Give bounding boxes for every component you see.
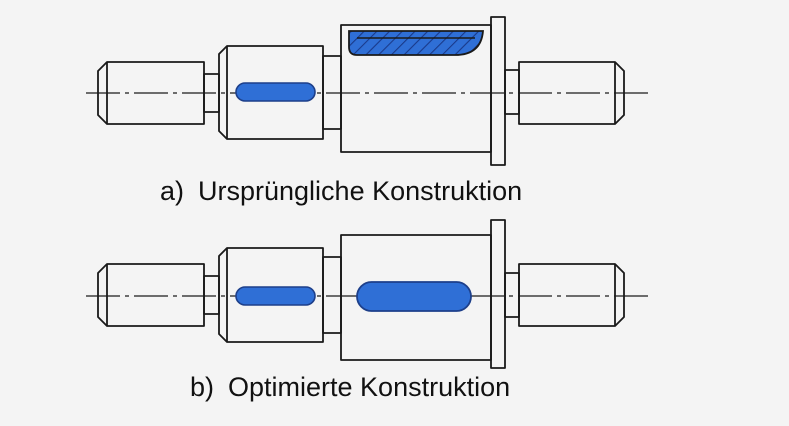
caption-b-text: Optimierte Konstruktion <box>228 372 511 402</box>
shaft-b-left-journal <box>97 263 205 327</box>
caption-optimized-design: b) Optimierte Konstruktion <box>190 374 510 401</box>
caption-a-tag: a) <box>160 176 185 206</box>
shaft-a-keyway-small <box>235 82 316 102</box>
caption-a-text: Ursprüngliche Konstruktion <box>198 176 523 206</box>
shaft-b-right-journal <box>518 263 625 327</box>
shaft-b <box>97 219 625 369</box>
caption-original-design: a) Ursprüngliche Konstruktion <box>160 178 522 205</box>
caption-b-tag: b) <box>190 372 215 402</box>
shaft-a-collar <box>490 16 506 166</box>
shaft-a <box>97 16 625 166</box>
shaft-b-keyway-small <box>235 286 316 306</box>
shaft-a-keyway-section-hatched <box>348 30 484 56</box>
shaft-b-keyway-large <box>356 281 472 312</box>
shaft-b-left-neck <box>203 275 220 315</box>
shaft-b-mid-neck <box>322 256 342 334</box>
shaft-b-collar <box>490 219 506 369</box>
shaft-a-right-neck <box>504 69 520 115</box>
shaft-b-right-neck <box>504 272 520 318</box>
